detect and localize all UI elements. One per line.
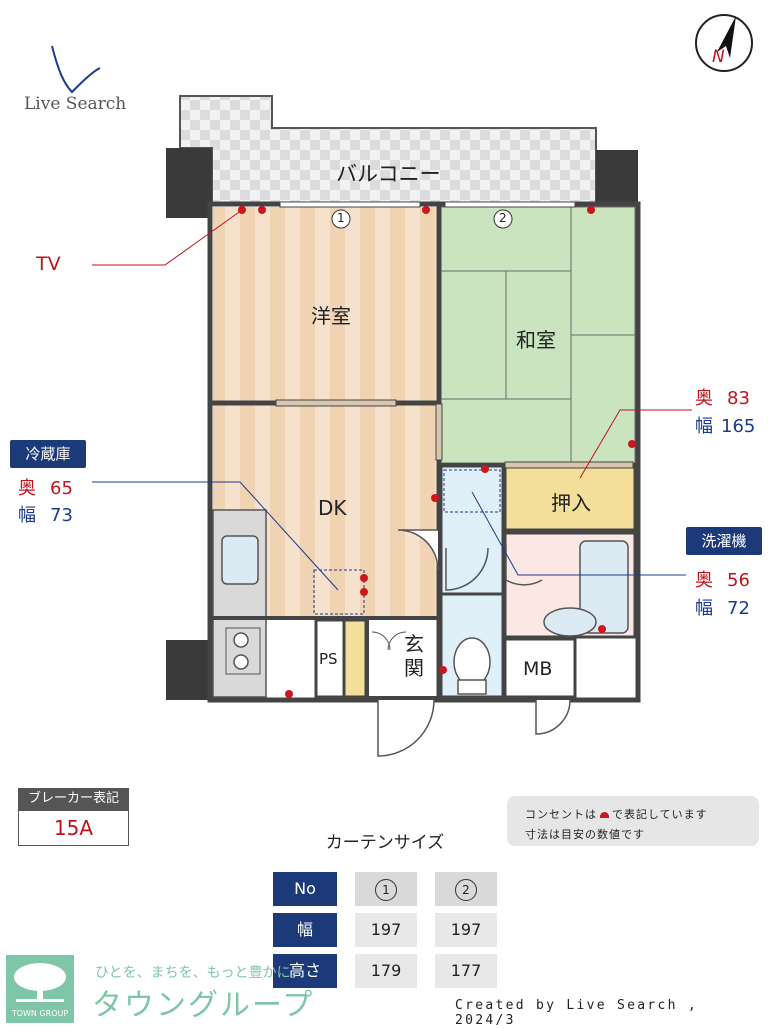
stove-burner	[233, 654, 249, 670]
curtain-cell: 197	[435, 913, 497, 947]
town-slogan: ひとを、まちを、もっと豊かに。	[95, 965, 305, 981]
closet	[503, 464, 637, 532]
mb-closet	[503, 637, 577, 699]
compass-north: N	[712, 47, 725, 67]
japanese-room	[440, 206, 636, 464]
curtain-marker-2	[493, 209, 513, 229]
shoe-cabinet	[342, 618, 368, 699]
kitchen-sink	[221, 535, 259, 585]
pillar	[596, 150, 638, 206]
brand-logo-text: Live Search	[24, 94, 127, 114]
curtain-marker-2-label: 2	[499, 211, 507, 225]
washroom	[439, 464, 505, 596]
washer-tag: 洗濯機	[686, 527, 762, 555]
room-balcony: バルコニー	[336, 162, 441, 186]
live-search-logo-icon	[51, 45, 101, 94]
town-logo-text: TOWN GROUP	[11, 1009, 69, 1018]
curtain-row-label: 幅	[273, 913, 337, 947]
town-group-logo	[6, 955, 74, 1023]
bathtub	[579, 540, 629, 634]
closet-leader	[579, 409, 692, 479]
curtain-header-1: 1	[355, 872, 417, 906]
washer-space	[443, 469, 501, 513]
outlet-symbol-icon	[600, 812, 609, 818]
room-dk: DK	[318, 496, 347, 520]
tv-label: TV	[36, 253, 61, 275]
curtain-header-no: No	[273, 872, 337, 906]
pillar	[166, 148, 212, 218]
fridge-tag: 冷蔵庫	[10, 440, 86, 468]
entrance	[367, 616, 439, 698]
town-name: タウングループ	[92, 988, 315, 1023]
curtain-header-2: 2	[435, 872, 497, 906]
tv-leader	[92, 209, 243, 266]
note-line-2: 寸法は目安の数値です	[525, 828, 645, 841]
legend-note: コンセントはで表記しています 寸法は目安の数値です	[507, 796, 759, 846]
curtain-marker-1-label: 1	[337, 211, 345, 225]
room-western: 洋室	[311, 304, 351, 328]
fridge-leader	[92, 481, 339, 591]
toilet	[453, 637, 491, 687]
room-mb: MB	[523, 658, 553, 680]
room-ps: PS	[319, 650, 338, 668]
western-room	[213, 207, 438, 402]
wash-basin	[543, 607, 597, 637]
note-line-1: コンセントはで表記しています	[525, 808, 708, 821]
room-japanese: 和室	[516, 328, 556, 352]
breaker-value: 15A	[18, 810, 129, 846]
stove-burner	[233, 632, 249, 648]
curtain-row-label: 高さ	[273, 954, 337, 988]
front-door	[377, 699, 435, 757]
curtain-cell: 197	[355, 913, 417, 947]
room-closet: 押入	[551, 491, 591, 515]
washer-leader	[471, 491, 686, 576]
curtain-marker-1	[331, 209, 351, 229]
curtain-cell: 177	[435, 954, 497, 988]
breaker-heading: ブレーカー表記	[18, 788, 129, 810]
pillar	[166, 640, 212, 700]
tree-icon	[14, 963, 66, 1002]
curtain-table-title: カーテンサイズ	[325, 833, 445, 853]
balcony	[179, 95, 597, 206]
floor-plan	[51, 14, 753, 757]
room-entrance: 玄関	[404, 632, 424, 680]
curtain-cell: 179	[355, 954, 417, 988]
compass	[695, 14, 753, 72]
